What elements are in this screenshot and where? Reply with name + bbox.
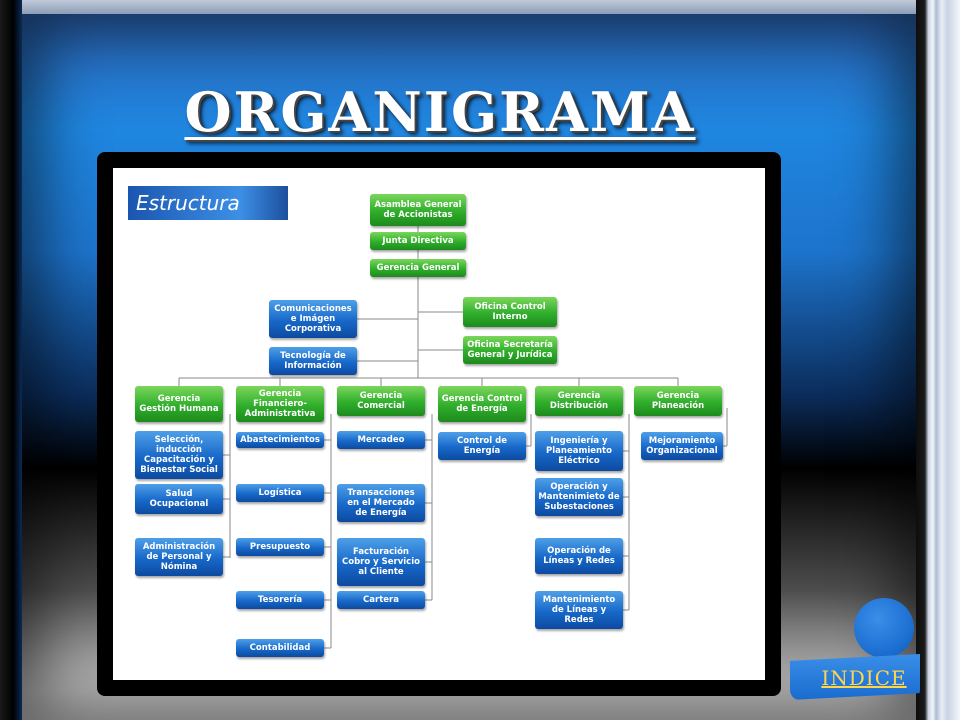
node-unit-logistica: Logística	[236, 484, 324, 502]
node-unit-seleccion: Selección, inducción Capacitación y Bien…	[135, 431, 223, 479]
node-unit-mantenimiento-lineas: Mantenimiento de Líneas y Redes	[535, 591, 623, 629]
frame-left	[0, 0, 22, 720]
frame-top	[0, 0, 960, 14]
node-dept-financiero: Gerencia Financiero-Administrativa	[236, 386, 324, 422]
frame-right	[916, 0, 960, 720]
org-chart: Estructura Asamblea General de Accionist…	[113, 168, 765, 680]
node-unit-facturacion: Facturación Cobro y Servicio al Cliente	[337, 538, 425, 586]
node-unit-subestaciones: Operación y Mantenimieto de Subestacione…	[535, 478, 623, 516]
node-gerencia-general: Gerencia General	[370, 259, 466, 277]
node-dept-comercial: Gerencia Comercial	[337, 386, 425, 416]
node-unit-operacion-lineas: Operación de Líneas y Redes	[535, 538, 623, 574]
estructura-banner: Estructura	[128, 186, 288, 220]
indice-link[interactable]: INDICE	[821, 666, 907, 690]
node-unit-cartera: Cartera	[337, 591, 425, 609]
node-unit-salud: Salud Ocupacional	[135, 484, 223, 514]
node-dept-planeacion: Gerencia Planeación	[634, 386, 722, 416]
slide-title: ORGANIGRAMA	[184, 80, 696, 144]
node-asamblea: Asamblea General de Accionistas	[370, 194, 466, 226]
node-unit-mejoramiento: Mejoramiento Organizacional	[641, 432, 723, 460]
node-dept-control-energia: Gerencia Control de Energía	[438, 386, 526, 422]
node-unit-contabilidad: Contabilidad	[236, 639, 324, 657]
node-comunicaciones: Comunicaciones e Imágen Corporativa	[269, 300, 357, 338]
indice-button[interactable]: INDICE	[790, 596, 920, 706]
node-unit-presupuesto: Presupuesto	[236, 538, 324, 556]
node-unit-administracion: Administración de Personal y Nómina	[135, 538, 223, 576]
node-dept-gestion-humana: Gerencia Gestión Humana	[135, 386, 223, 422]
node-junta: Junta Directiva	[370, 232, 466, 250]
node-unit-mercadeo: Mercadeo	[337, 431, 425, 449]
node-control-interno: Oficina Control Interno	[463, 297, 557, 327]
indice-ribbon	[790, 654, 920, 700]
node-dept-distribucion: Gerencia Distribución	[535, 386, 623, 416]
indice-circle-icon	[854, 598, 914, 658]
node-unit-abastecimientos: Abastecimientos	[236, 432, 324, 448]
connector-lines	[178, 226, 728, 649]
node-tecnologia: Tecnología de Información	[269, 347, 357, 375]
node-secretaria: Oficina Secretaría General y Jurídica	[463, 336, 557, 364]
node-unit-control-energia: Control de Energía	[438, 432, 526, 460]
node-unit-transacciones: Transacciones en el Mercado de Energía	[337, 484, 425, 522]
node-unit-tesoreria: Tesorería	[236, 591, 324, 609]
node-unit-ingenieria: Ingeniería y Planeamiento Eléctrico	[535, 431, 623, 471]
